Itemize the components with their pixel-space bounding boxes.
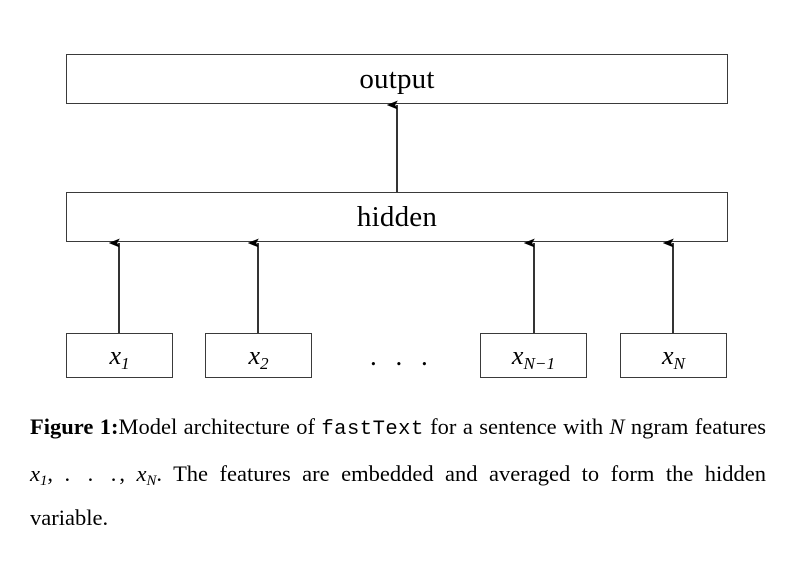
node-label-x-1: x1 — [109, 340, 129, 372]
node-box-x-n: xN — [620, 333, 727, 378]
node-box-hidden: hidden — [66, 192, 728, 242]
math-base-x-n-minus-1: x — [511, 340, 524, 370]
math-base-x-2: x — [248, 340, 260, 370]
node-box-x-2: x2 — [205, 333, 312, 378]
figure-caption-math-xn-sub: N — [146, 473, 157, 490]
node-label-x-n: xN — [662, 340, 685, 372]
math-base-x-n: x — [662, 340, 674, 370]
figure-caption-text-2: for a sentence with — [423, 414, 610, 439]
figure-caption-text-4: . The features are embedded and averaged… — [30, 461, 767, 530]
math-sub-x-n-minus-1: N−1 — [523, 353, 556, 373]
math-sub-x-n: N — [673, 353, 685, 373]
figure-caption-math-comma-1: , — [47, 461, 65, 486]
figure-caption-math-x1-sub: 1 — [40, 473, 48, 490]
figure-caption-math-n: N — [609, 414, 625, 439]
figure-caption-math-xn-base: x — [136, 461, 147, 486]
figure-caption-math-xn: xN — [136, 461, 157, 490]
figure-caption-label: Figure 1: — [30, 414, 119, 439]
node-label-output: output — [359, 62, 435, 95]
figure-caption-math-x1: x1 — [30, 461, 48, 490]
math-sub-x-2: 2 — [259, 353, 269, 373]
node-box-x-n-minus-1: xN−1 — [480, 333, 587, 378]
figure-diagram: output hidden x1 x2 xN−1 xN . . . — [66, 54, 728, 378]
node-box-output: output — [66, 54, 728, 104]
math-base-x-1: x — [109, 340, 121, 370]
figure-caption-text-3: ngram features — [624, 414, 766, 439]
figure-caption-text-1: Model architecture of — [118, 414, 322, 439]
input-sequence-ellipsis: . . . — [370, 341, 434, 371]
figure-caption-math-x1-base: x — [30, 461, 40, 486]
node-label-x-n-minus-1: xN−1 — [511, 340, 555, 372]
figure-caption-code-term: fastText — [321, 418, 424, 441]
figure-caption: Figure 1:Model architecture of fastText … — [30, 405, 766, 540]
node-box-x-1: x1 — [66, 333, 173, 378]
math-sub-x-1: 1 — [120, 353, 130, 373]
node-label-hidden: hidden — [356, 200, 438, 233]
figure-caption-math-comma-2: , — [119, 461, 137, 486]
figure-caption-math-dots: . . . — [64, 461, 120, 486]
node-label-x-2: x2 — [248, 340, 268, 372]
